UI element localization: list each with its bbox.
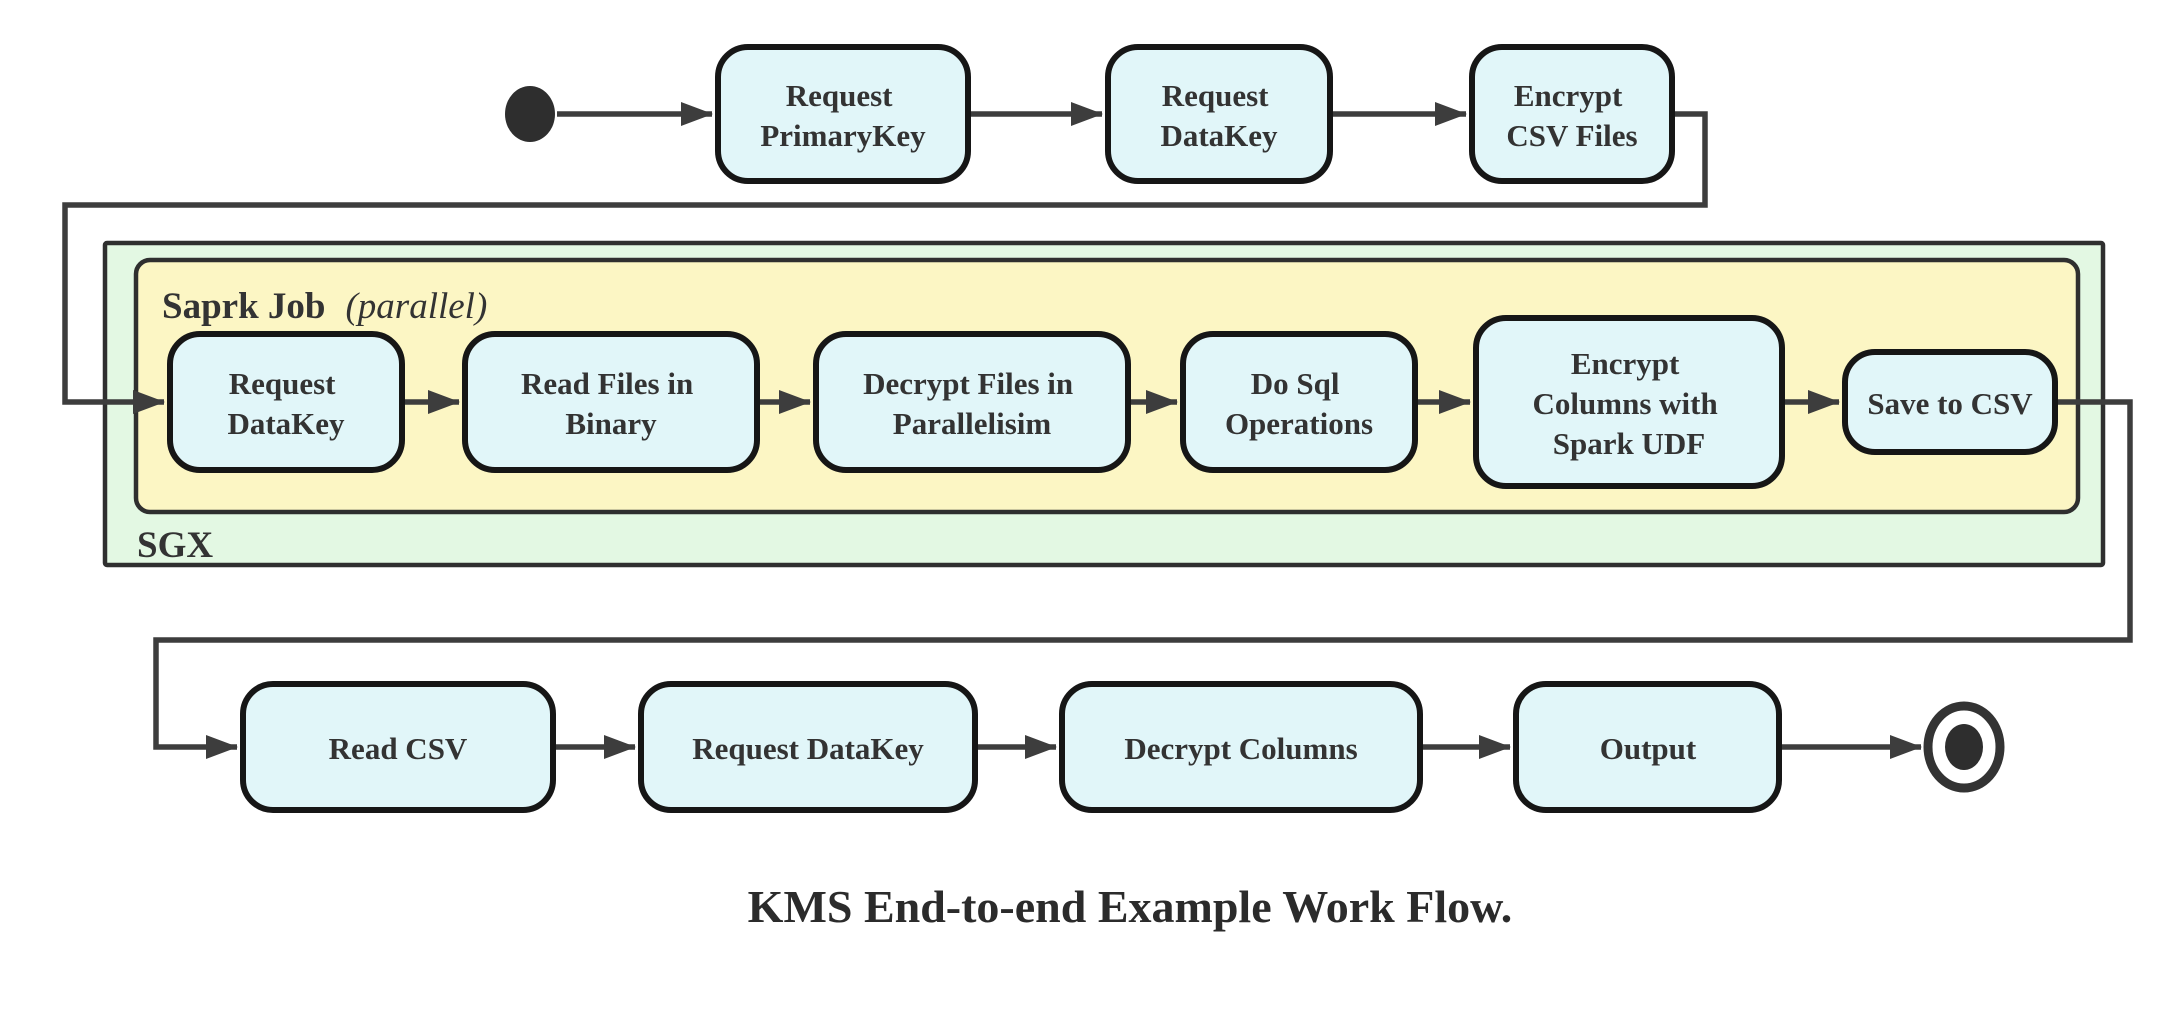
node-do-sql-operations: Do Sql Operations: [1180, 331, 1418, 473]
node-encrypt-csv-files: Encrypt CSV Files: [1469, 44, 1675, 184]
node-request-datakey-bottom-label: Request DataKey: [692, 731, 924, 766]
spark-job-label: Saprk Job (parallel): [162, 286, 487, 327]
node-decrypt-columns-label: Decrypt Columns: [1124, 731, 1357, 766]
node-sgx-request-datakey: Request DataKey: [167, 331, 405, 473]
node-encrypt-columns-spark-udf-box: [1473, 315, 1785, 489]
node-read-csv-label: Read CSV: [329, 731, 468, 766]
diagram-caption: KMS End-to-end Example Work Flow.: [748, 881, 1513, 932]
start-state-icon: [505, 86, 555, 142]
node-output-label: Output: [1600, 731, 1697, 766]
node-request-primarykey-label: Request PrimaryKey: [760, 78, 926, 153]
node-sgx-request-datakey-label: Request DataKey: [227, 366, 345, 441]
node-sgx-request-datakey-box: [167, 331, 405, 473]
node-request-datakey-top-box: [1105, 44, 1333, 184]
node-decrypt-columns-box: [1059, 681, 1423, 813]
node-read-files-in-binary: Read Files in Binary: [462, 331, 760, 473]
end-state-inner-dot: [1945, 724, 1983, 770]
node-output-box: [1513, 681, 1782, 813]
node-do-sql-operations-box: [1180, 331, 1418, 473]
sgx-label: SGX: [137, 525, 213, 566]
node-encrypt-csv-files-label: Encrypt CSV Files: [1506, 78, 1637, 153]
node-encrypt-columns-spark-udf-label: Encrypt Columns with Spark UDF: [1533, 346, 1726, 461]
end-state-icon: [1923, 701, 2005, 793]
node-request-datakey-bottom: Request DataKey: [638, 681, 978, 813]
node-encrypt-csv-files-box: [1469, 44, 1675, 184]
node-do-sql-operations-label: Do Sql Operations: [1225, 366, 1373, 441]
node-output: Output: [1513, 681, 1782, 813]
node-request-datakey-bottom-box: [638, 681, 978, 813]
node-read-files-in-binary-box: [462, 331, 760, 473]
node-save-to-csv: Save to CSV: [1842, 349, 2058, 455]
node-read-files-in-binary-label: Read Files in Binary: [521, 366, 701, 441]
node-read-csv: Read CSV: [240, 681, 556, 813]
node-decrypt-columns: Decrypt Columns: [1059, 681, 1423, 813]
node-read-csv-box: [240, 681, 556, 813]
node-encrypt-columns-spark-udf: Encrypt Columns with Spark UDF: [1473, 315, 1785, 489]
node-decrypt-files-in-parallelisim: Decrypt Files in Parallelisim: [813, 331, 1131, 473]
node-request-datakey-top: Request DataKey: [1105, 44, 1333, 184]
node-request-datakey-top-label: Request DataKey: [1160, 78, 1278, 153]
node-decrypt-files-in-parallelisim-label: Decrypt Files in Parallelisim: [863, 366, 1081, 441]
edge-save-to-csv-to-read-csv: [153, 399, 2133, 759]
node-request-primarykey-box: [715, 44, 971, 184]
node-save-to-csv-box: [1842, 349, 2058, 455]
node-request-primarykey: Request PrimaryKey: [715, 44, 971, 184]
edge-encrypt-csv-files-to-sgx-request-datakey: [62, 111, 1708, 414]
node-decrypt-files-in-parallelisim-box: [813, 331, 1131, 473]
node-save-to-csv-label: Save to CSV: [1867, 386, 2033, 421]
